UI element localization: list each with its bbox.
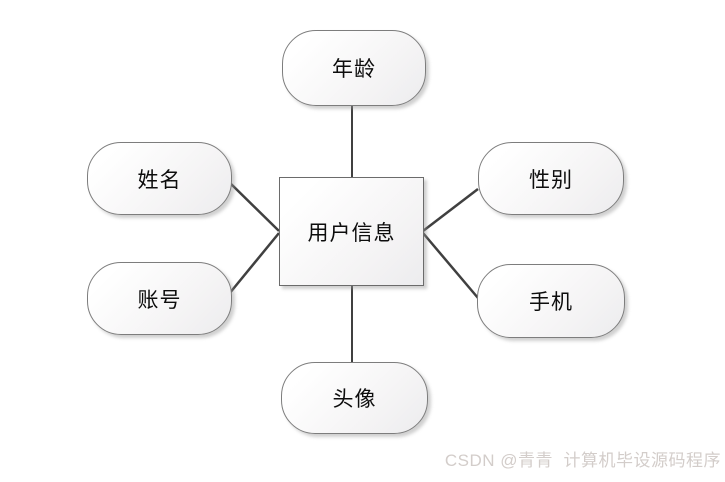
attribute-node-account: 账号 (87, 262, 232, 335)
attribute-label-avatar: 头像 (332, 387, 377, 411)
attribute-node-gender: 性别 (478, 142, 624, 215)
edge-name-center (228, 181, 280, 232)
edge-gender-center (422, 188, 479, 232)
attribute-node-phone: 手机 (477, 264, 625, 338)
csdn-watermark: CSDN @青青 计算机毕设源码程序 (444, 451, 721, 470)
entity-label-user-info: 用户信息 (307, 220, 396, 245)
attribute-node-age: 年龄 (282, 30, 426, 106)
edge-account-center (228, 232, 280, 295)
attribute-label-account: 账号 (137, 287, 182, 312)
attribute-label-phone: 手机 (529, 290, 573, 314)
attribute-node-avatar: 头像 (281, 362, 428, 434)
edge-phone-center (422, 232, 479, 299)
attribute-label-gender: 性别 (529, 167, 573, 192)
attribute-node-name: 姓名 (87, 142, 232, 215)
attribute-label-age: 年龄 (332, 57, 376, 81)
attribute-label-name: 姓名 (137, 167, 182, 192)
entity-node-user-info: 用户信息 (279, 177, 424, 286)
